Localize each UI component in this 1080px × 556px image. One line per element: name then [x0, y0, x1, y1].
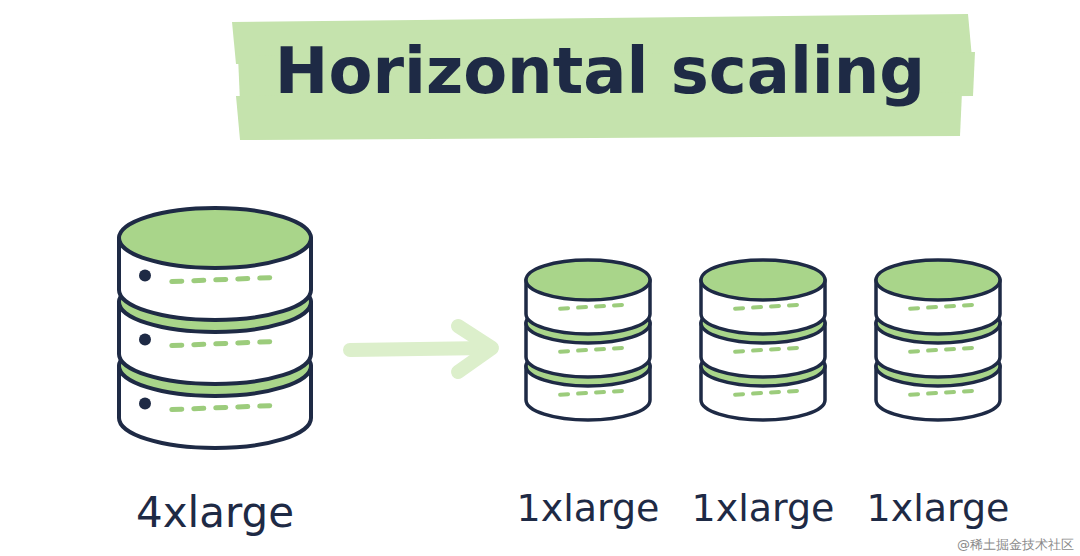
- disk-dot: [139, 270, 151, 282]
- disk-dashes: [735, 348, 800, 352]
- instance-size-label: 1xlarge: [867, 486, 1010, 530]
- scale-arrow: [350, 326, 492, 372]
- disk-dot: [139, 398, 151, 410]
- disk-dashes: [910, 348, 975, 352]
- disk-dashes: [172, 342, 273, 346]
- disk-dashes: [172, 278, 273, 282]
- instance-size-label: 1xlarge: [517, 486, 660, 530]
- title-highlight: [232, 14, 975, 140]
- instance-size-label: 4xlarge: [136, 488, 294, 537]
- disk-top: [876, 260, 1000, 300]
- disk-dashes: [560, 305, 625, 309]
- disk-top: [526, 260, 650, 300]
- disk-dashes: [172, 406, 273, 410]
- disk-dot: [139, 334, 151, 346]
- database-stack: [526, 260, 650, 420]
- watermark: @稀土掘金技术社区: [957, 536, 1074, 554]
- database-stack: [876, 260, 1000, 420]
- database-stacks: [119, 208, 1000, 448]
- disk-dashes: [560, 391, 625, 395]
- database-stack: [701, 260, 825, 420]
- disk-top: [701, 260, 825, 300]
- instance-size-label: 1xlarge: [692, 486, 835, 530]
- disk-dashes: [910, 305, 975, 309]
- disk-dashes: [910, 391, 975, 395]
- disk-dashes: [560, 348, 625, 352]
- disk-top: [119, 208, 311, 268]
- disk-dashes: [735, 391, 800, 395]
- disk-dashes: [735, 305, 800, 309]
- title: Horizontal scaling: [275, 34, 925, 108]
- database-stack: [119, 208, 311, 448]
